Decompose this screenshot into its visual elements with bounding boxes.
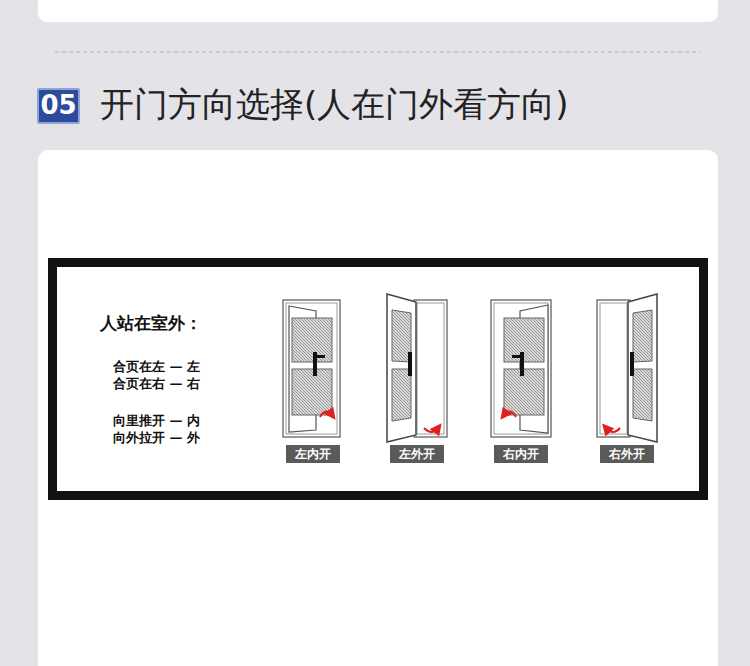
- legend-rule: 合页在右 — 右: [113, 376, 200, 392]
- door-left-in: [283, 300, 340, 437]
- content-card: [38, 150, 718, 666]
- door-right-in: [491, 300, 551, 437]
- badge-number: 05: [40, 90, 76, 121]
- door-left-out: [387, 294, 447, 442]
- door-right-out: [597, 294, 657, 442]
- tag-label: 右外开: [609, 447, 645, 461]
- direction-tag: 左内开: [286, 445, 340, 463]
- top-card: [38, 0, 718, 22]
- legend-heading: 人站在室外：: [100, 313, 202, 333]
- tag-label: 右内开: [503, 447, 539, 461]
- tag-label: 左内开: [295, 447, 331, 461]
- legend-rule: 向外拉开 — 外: [113, 430, 200, 446]
- section-title: 开门方向选择(人在门外看方向): [100, 82, 569, 126]
- direction-tag: 右外开: [600, 445, 654, 463]
- tag-label: 左外开: [399, 447, 435, 461]
- legend-frame: 人站在室外： 合页在左 — 左合页在右 — 右向里推开 — 内向外拉开 — 外左内…: [48, 258, 708, 500]
- divider: [55, 52, 700, 53]
- legend-rule: 合页在左 — 左: [113, 359, 200, 375]
- number-badge: 05: [37, 88, 80, 124]
- legend-rule: 向里推开 — 内: [113, 413, 200, 429]
- direction-tag: 右内开: [494, 445, 548, 463]
- direction-tag: 左外开: [390, 445, 444, 463]
